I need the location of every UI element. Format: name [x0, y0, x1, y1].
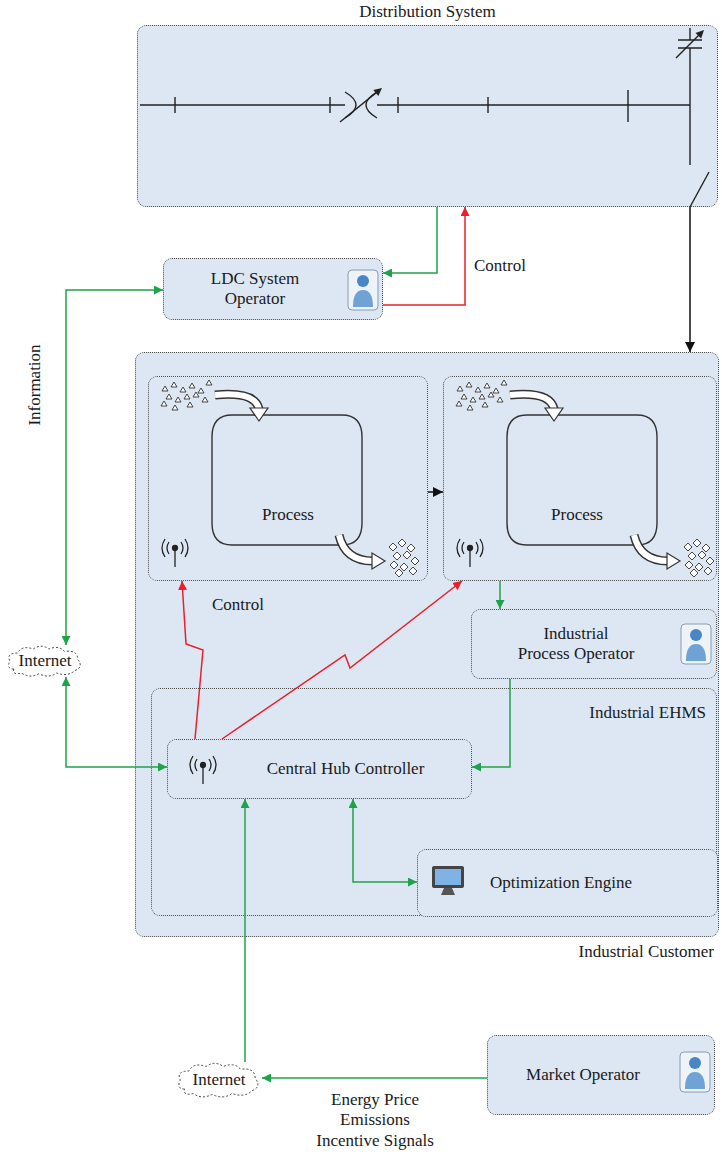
node-label: Central Hub Controller [267, 759, 425, 779]
antenna-icon [190, 756, 216, 784]
region-band: Distribution System [137, 25, 718, 207]
connector [244, 799, 246, 1062]
connector [353, 799, 417, 882]
edge-label: Information [25, 344, 45, 425]
connector [66, 290, 163, 645]
internet-cloud: Internet [6, 645, 84, 677]
tap-arrow [340, 90, 380, 122]
switch-symbol [690, 172, 709, 207]
edge-label-holder: Information [25, 344, 45, 425]
edge-label-holder: Control [474, 256, 526, 276]
node-label: LDC System Operator [195, 269, 315, 310]
process-illustration [161, 380, 419, 577]
node-label: Process [262, 505, 314, 525]
node-label: Industrial EHMS [589, 703, 706, 723]
node-label: Process [551, 505, 603, 525]
cloud-shape [179, 1063, 258, 1097]
node-label: Distribution System [359, 2, 495, 22]
connector [689, 207, 691, 352]
person-icon [681, 624, 711, 664]
edge-label-holder: Energy Price Emissions Incentive Signals [312, 1090, 438, 1151]
capacitor-arrowhead [696, 30, 705, 39]
connector [383, 207, 437, 273]
node-label: Industrial Customer [578, 942, 714, 962]
monitor-icon [432, 866, 464, 895]
node-label: Internet [193, 1070, 246, 1090]
bus-ticks [175, 97, 488, 113]
feeder-line [140, 104, 628, 105]
node-label: Industrial Process Operator [496, 624, 656, 665]
tap-arrowhead [373, 88, 382, 96]
edge-label: Control [212, 595, 264, 615]
node-label: Optimization Engine [490, 873, 632, 893]
edge-label: Energy Price Emissions Incentive Signals [312, 1090, 438, 1151]
internet-cloud: Internet [176, 1062, 262, 1098]
customer-region: Process ProcessIndustrial Process Operato… [135, 352, 719, 937]
capacitor-branch [628, 28, 702, 165]
connector [262, 1077, 487, 1079]
connector [499, 581, 501, 609]
operator-box: Industrial Process Operator [471, 609, 717, 679]
connector [428, 491, 443, 493]
edge-label: Control [474, 256, 526, 276]
person-icon [680, 1052, 710, 1092]
connector [383, 207, 465, 305]
connector [66, 677, 167, 767]
capacitor-arrow [676, 32, 702, 58]
distribution-one-line [140, 28, 709, 207]
person-icon [348, 270, 378, 310]
node-label: Internet [19, 651, 72, 671]
connector [472, 679, 510, 767]
cloud-shape [9, 646, 81, 676]
controller-box: Central Hub Controller [167, 739, 472, 799]
process-illustration [456, 380, 714, 577]
node-label: Market Operator [526, 1065, 640, 1085]
connector [182, 581, 203, 739]
edge-label-holder: Control [212, 595, 264, 615]
